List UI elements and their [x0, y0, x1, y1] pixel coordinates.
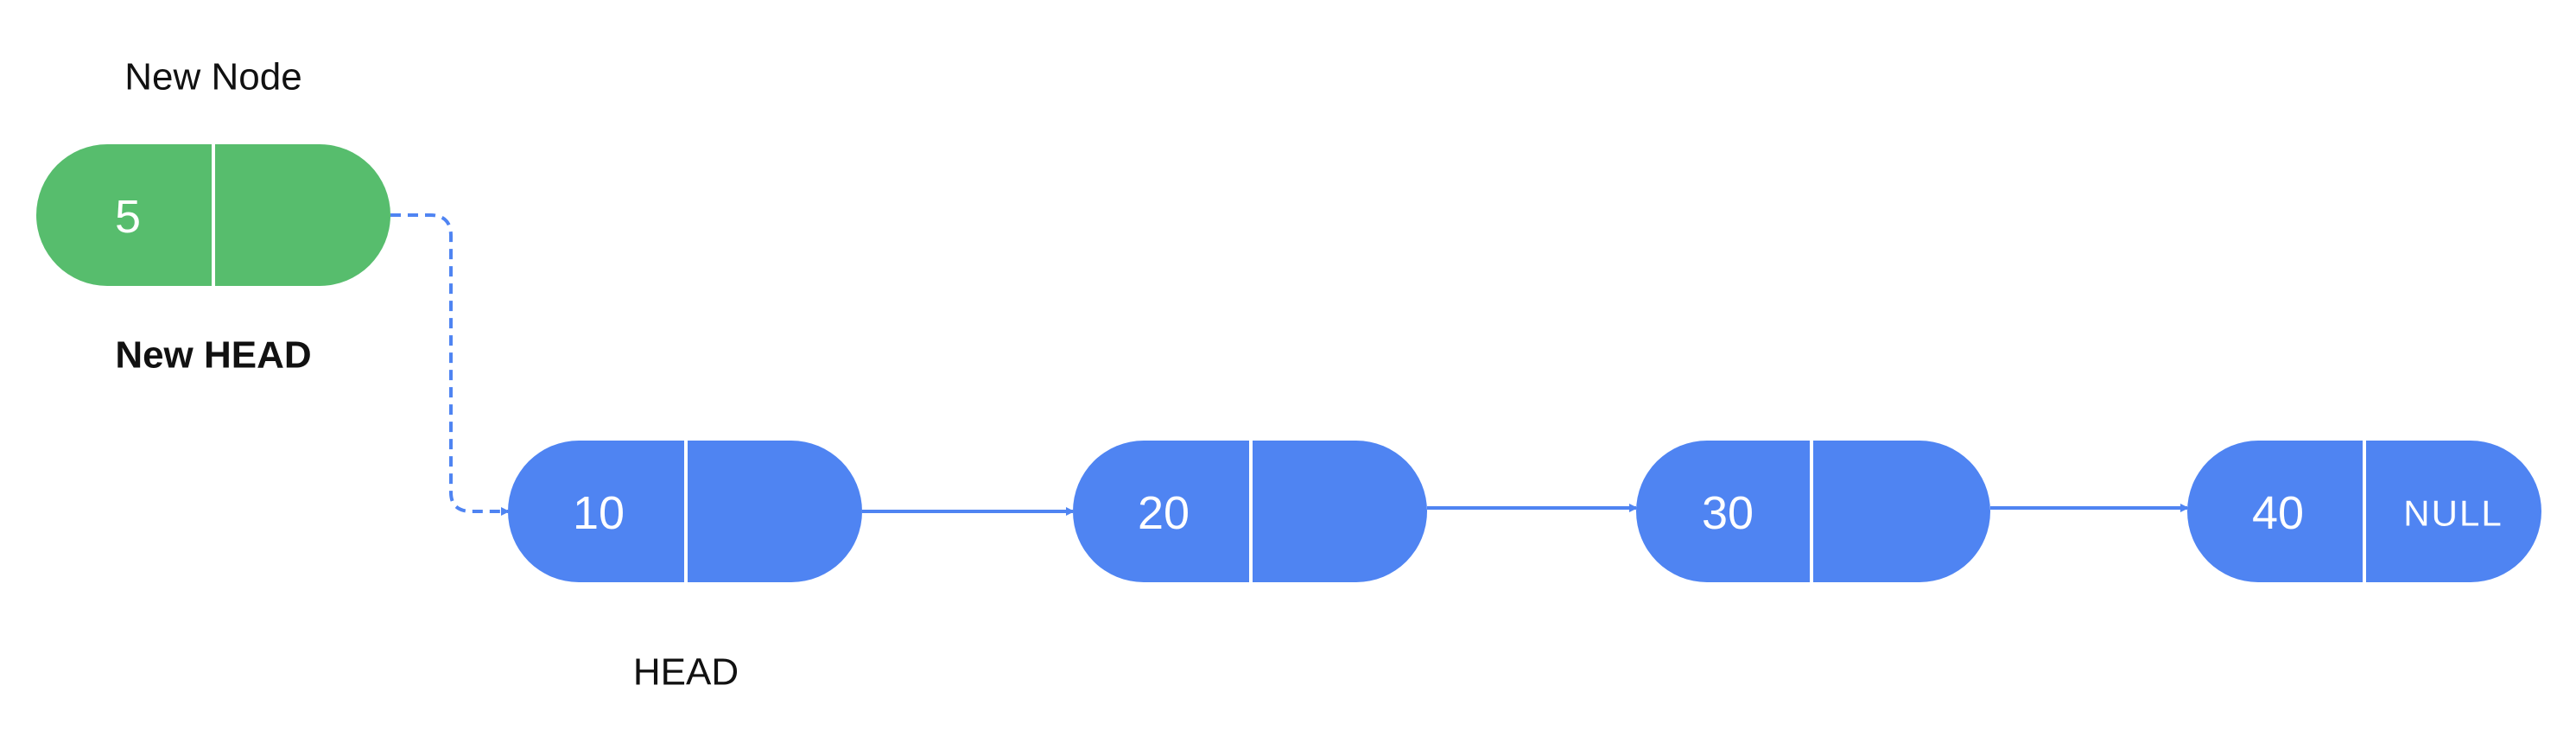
list-node: 10	[508, 441, 862, 582]
new-node-label: New Node	[124, 56, 301, 98]
list-node-value: 20	[1138, 487, 1190, 539]
new-head-label: New HEAD	[115, 334, 311, 377]
list-node: 40 NULL	[2187, 441, 2541, 582]
head-label: HEAD	[633, 651, 739, 694]
list-node-null: NULL	[2403, 493, 2503, 534]
new-node: 5	[36, 144, 390, 286]
new-node-link-arrow	[390, 213, 510, 516]
new-node-value: 5	[115, 191, 141, 243]
list-node: 20	[1073, 441, 1427, 582]
list-node-value: 10	[573, 487, 625, 539]
list-node: 30	[1636, 441, 1990, 582]
list-node-value: 40	[2252, 487, 2304, 539]
list-node-value: 30	[1702, 487, 1754, 539]
